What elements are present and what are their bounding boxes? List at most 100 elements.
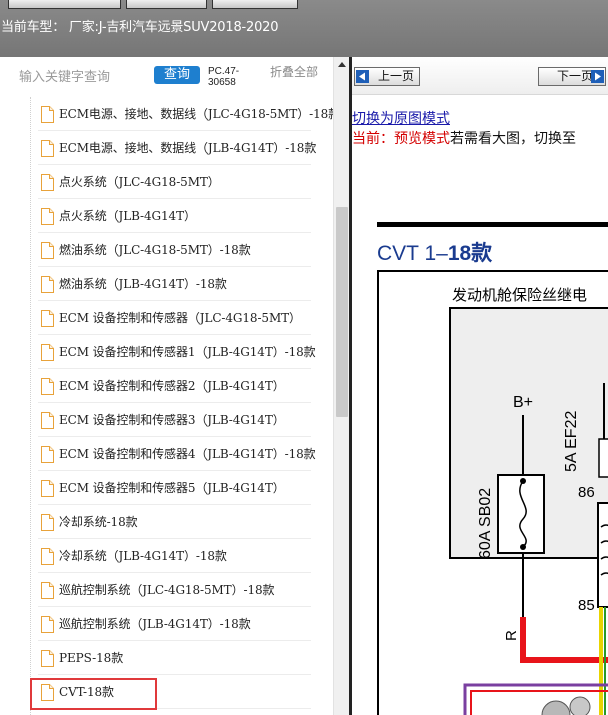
document-icon: [41, 548, 54, 565]
mode-note: 当前：预览模式若需看大图，切换至: [352, 128, 576, 148]
relay-pin-85: 85: [578, 597, 595, 614]
next-page-button[interactable]: 下一页: [538, 67, 606, 86]
connector-gear: [541, 700, 571, 715]
search-row: 查询 PC.47-30658 折叠全部: [0, 57, 333, 97]
wiring-diagram[interactable]: CVT 1–18款 发动机舱保险丝继电 B+ 60A SB02 5A EF22 …: [352, 207, 608, 715]
car-model-label: 当前车型： 厂家:J-吉利汽车远景SUV2018-2020: [1, 20, 279, 35]
arrow-left-icon: [356, 70, 369, 83]
tree-guide-line: [30, 97, 31, 715]
tree-scrollbar[interactable]: [333, 57, 349, 715]
tree-item[interactable]: PEPS-18款: [38, 641, 311, 675]
search-button[interactable]: 查询: [154, 66, 200, 84]
tree-list: ECM电源、接地、数据线（JLC-4G18-5MT）-18款 ECM电源、接地、数…: [0, 97, 340, 710]
panel-divider[interactable]: [349, 57, 352, 715]
tree-item-label: ECM 设备控制和传感器4（JLB-4G14T）-18款: [59, 447, 316, 461]
tree-item-label: 燃油系统（JLC-4G18-5MT）-18款: [59, 243, 251, 257]
next-page-label: 下一页: [556, 69, 593, 83]
diagram-title-prefix: CVT 1–: [377, 242, 448, 265]
tree-item[interactable]: ECM 设备控制和传感器1（JLB-4G14T）-18款: [38, 335, 316, 369]
collapse-all-link[interactable]: 折叠全部: [270, 65, 319, 79]
mode-note-rest: 若需看大图，切换至: [450, 131, 576, 147]
switch-to-original-link[interactable]: 切换为原图模式: [352, 111, 450, 127]
tree-item-label: 点火系统（JLB-4G14T）: [59, 209, 196, 223]
wire-r-label: R: [503, 630, 520, 641]
b-plus-label: B+: [513, 394, 533, 411]
module-outline-purple: [463, 683, 608, 715]
arrow-right-icon: [591, 70, 604, 83]
document-icon: [41, 514, 54, 531]
tree-item[interactable]: ECM电源、接地、数据线（JLB-4G14T）-18款: [38, 131, 316, 165]
tree-item[interactable]: 冷却系统-18款: [38, 505, 311, 539]
document-icon: [41, 582, 54, 599]
tree-item[interactable]: 点火系统（JLB-4G14T）: [38, 199, 311, 233]
document-icon: [41, 684, 54, 701]
document-icon: [41, 378, 54, 395]
document-icon: [41, 344, 54, 361]
tree-item-label: ECM电源、接地、数据线（JLC-4G18-5MT）-18款: [59, 107, 341, 121]
document-icon: [41, 208, 54, 225]
mode-note-current: 当前：预览模式: [352, 131, 450, 147]
triangle-up-icon[interactable]: [334, 57, 350, 73]
tree-item[interactable]: ECM 设备控制和传感器（JLC-4G18-5MT）: [38, 301, 311, 335]
tree-item[interactable]: ECM 设备控制和传感器2（JLB-4G14T）: [38, 369, 311, 403]
tree-item-label: 冷却系统（JLB-4G14T）-18款: [59, 549, 227, 563]
prev-page-label: 上一页: [377, 69, 414, 83]
tree-item-label: 点火系统（JLC-4G18-5MT）: [59, 175, 220, 189]
diagram-title-suffix: 18款: [447, 242, 493, 265]
wiring-schematic: B+ 60A SB02 5A EF22 86 85 R: [463, 383, 608, 715]
document-icon: [41, 310, 54, 327]
fuse-sb02-label: 60A SB02: [477, 488, 494, 559]
diagram-top-rule: [377, 222, 608, 227]
document-icon: [41, 446, 54, 463]
diagram-frame: [377, 270, 608, 715]
document-icon: [41, 480, 54, 497]
fusebox-label: 发动机舱保险丝继电: [452, 286, 588, 304]
tree-item[interactable]: ECM 设备控制和传感器5（JLB-4G14T）: [38, 471, 311, 505]
module-outline-red: [470, 690, 608, 715]
tree-item[interactable]: ECM电源、接地、数据线（JLC-4G18-5MT）-18款: [38, 97, 340, 131]
fuse-sb02-pin: [520, 478, 526, 484]
document-icon: [41, 650, 54, 667]
document-icon: [41, 276, 54, 293]
tree-item[interactable]: 燃油系统（JLB-4G14T）-18款: [38, 267, 311, 301]
tree-item[interactable]: ECM 设备控制和传感器4（JLB-4G14T）-18款: [38, 437, 316, 471]
tree-item[interactable]: 巡航控制系统（JLC-4G18-5MT）-18款: [38, 573, 311, 607]
tree-item-label: ECM电源、接地、数据线（JLB-4G14T）-18款: [59, 141, 317, 155]
document-icon: [41, 174, 54, 191]
relay-pin-86: 86: [578, 484, 595, 501]
document-icon: [41, 616, 54, 633]
tree-item-label: ECM 设备控制和传感器（JLC-4G18-5MT）: [59, 311, 301, 325]
tree-item-label: 巡航控制系统（JLB-4G14T）-18款: [59, 617, 251, 631]
tree-item[interactable]: ECM 设备控制和传感器3（JLB-4G14T）: [38, 403, 311, 437]
tree-item[interactable]: 冷却系统（JLB-4G14T）-18款: [38, 539, 311, 573]
tree-item-label: 巡航控制系统（JLC-4G18-5MT）-18款: [59, 583, 275, 597]
toolbar-tab-stub[interactable]: [126, 0, 207, 9]
prev-page-button[interactable]: 上一页: [354, 67, 420, 86]
search-input[interactable]: [19, 67, 149, 87]
tree-item-label: CVT-18款: [59, 685, 114, 699]
tree-item-label: ECM 设备控制和传感器2（JLB-4G14T）: [59, 379, 285, 393]
tree-item[interactable]: 巡航控制系统（JLB-4G14T）-18款: [38, 607, 311, 641]
tree-item-label: ECM 设备控制和传感器3（JLB-4G14T）: [59, 413, 285, 427]
relay-box: [597, 502, 608, 608]
connector-gear: [569, 696, 591, 715]
tree-item-label: 冷却系统-18款: [59, 515, 138, 529]
header-bar: 当前车型： 厂家:J-吉利汽车远景SUV2018-2020: [0, 0, 608, 57]
tree-item-label: PEPS-18款: [59, 651, 124, 665]
tree-item-selected[interactable]: CVT-18款: [30, 675, 311, 710]
relay-coil: [600, 524, 608, 576]
fuse-ef22-label: 5A EF22: [563, 411, 580, 472]
tree-item-label: ECM 设备控制和传感器1（JLB-4G14T）-18款: [59, 345, 316, 359]
scrollbar-thumb[interactable]: [336, 207, 348, 417]
tree-item[interactable]: 燃油系统（JLC-4G18-5MT）-18款: [38, 233, 311, 267]
fuse-sb02-symbol: [519, 480, 527, 548]
toolbar-tab-stub[interactable]: [212, 0, 298, 9]
fuse-sb02-box: [497, 474, 545, 554]
toolbar-tab-stub[interactable]: [8, 0, 121, 9]
tree-item-label: ECM 设备控制和传感器5（JLB-4G14T）: [59, 481, 285, 495]
document-icon: [41, 412, 54, 429]
tree-item[interactable]: 点火系统（JLC-4G18-5MT）: [38, 165, 311, 199]
document-tree-panel: 查询 PC.47-30658 折叠全部 ECM电源、接地、数据线（JLC-4G1…: [0, 57, 349, 715]
tree-item-label: 燃油系统（JLB-4G14T）-18款: [59, 277, 227, 291]
fuse-sb02-pin: [520, 544, 526, 550]
